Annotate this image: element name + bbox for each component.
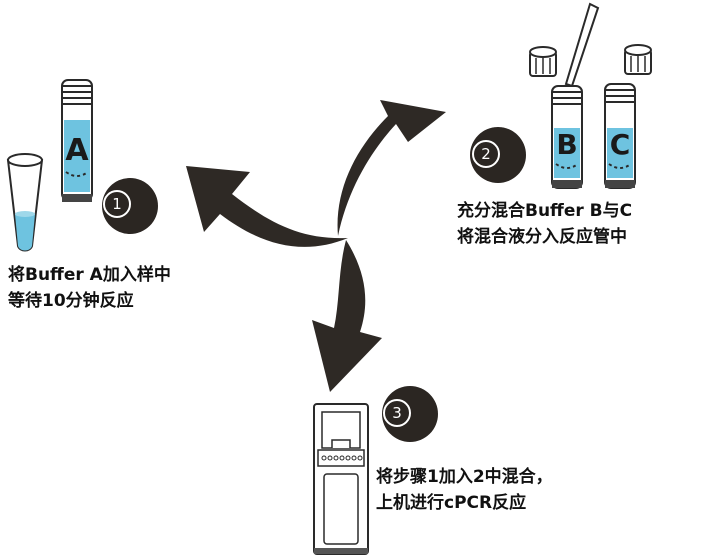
step-3-badge: 3	[383, 399, 411, 427]
tube-a-label: A	[65, 133, 89, 168]
step-2-line-1: 充分混合Buffer B与C	[457, 201, 633, 221]
curved-arrow-icon-left	[186, 166, 348, 247]
step-2-caption: 充分混合Buffer B与C 将混合液分入反应管中	[457, 198, 632, 250]
tube-c-label: C	[610, 128, 631, 161]
step-2-line-2: 将混合液分入反应管中	[457, 227, 627, 247]
step-3-line-2: 上机进行cPCR反应	[376, 493, 527, 513]
tube-b-label: B	[556, 128, 577, 161]
step-3-line-1: 将步骤1加入2中混合，	[376, 467, 553, 487]
tube-icon-b: B	[551, 85, 583, 189]
tube-icon-a: A	[61, 79, 93, 202]
cartridge-icon	[313, 403, 369, 555]
step-1-line-2: 等待10分钟反应	[8, 291, 134, 311]
step-1-caption: 将Buffer A加入样中 等待10分钟反应	[8, 262, 171, 314]
curved-arrow-icon-top-right	[337, 100, 446, 236]
step-1-badge: 1	[103, 190, 131, 218]
step-1-line-1: 将Buffer A加入样中	[8, 265, 171, 285]
curved-arrow-icon-down	[312, 240, 382, 392]
pcr-tube-icon	[6, 153, 44, 252]
step-2-badge: 2	[472, 140, 500, 168]
cap-icon-c	[624, 44, 652, 75]
step-3-caption: 将步骤1加入2中混合， 上机进行cPCR反应	[376, 464, 553, 516]
tube-icon-c: C	[604, 83, 636, 189]
cap-icon-b	[529, 46, 557, 77]
